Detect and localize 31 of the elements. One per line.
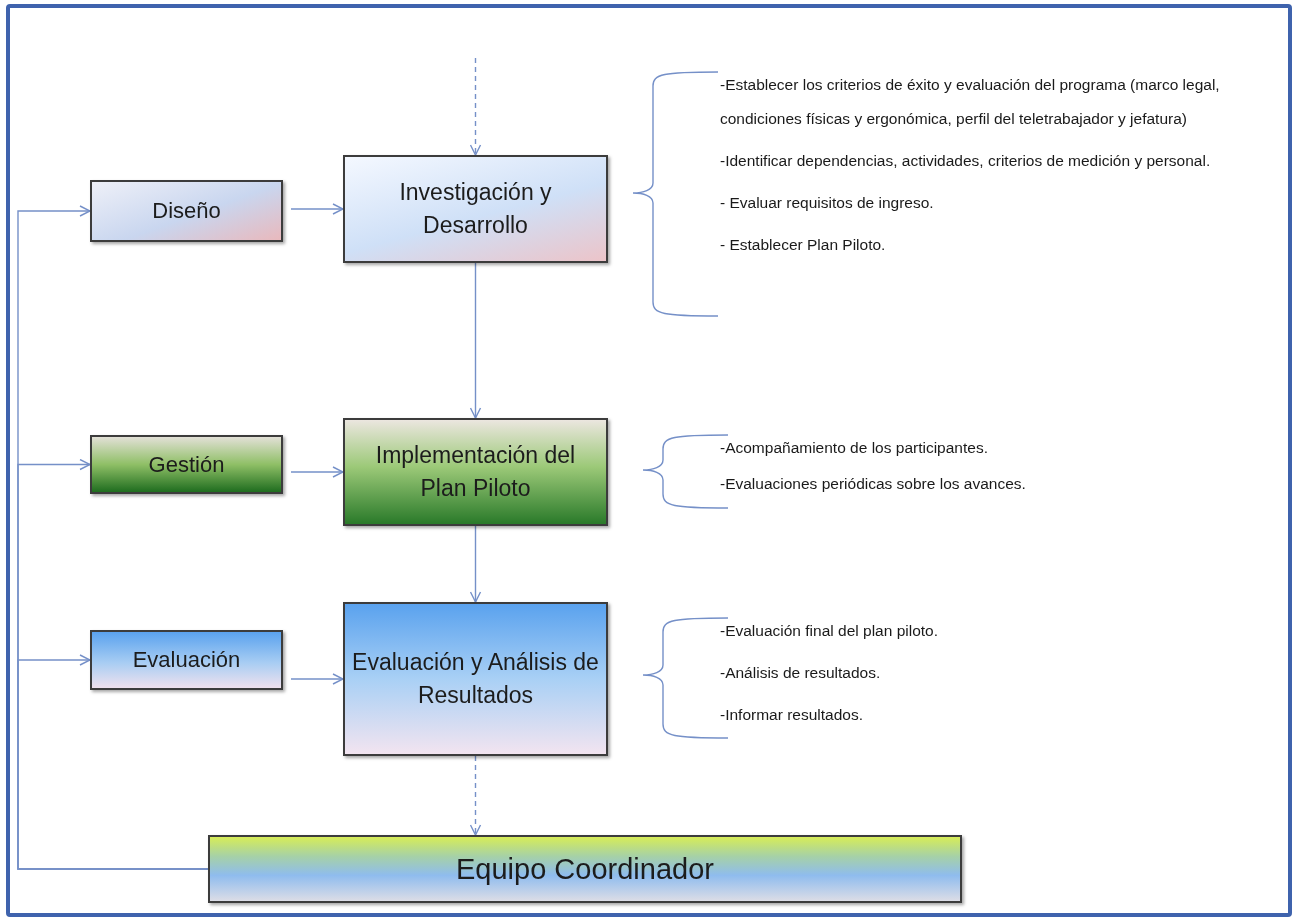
bullet-text: -Evaluación final del plan piloto. (720, 621, 939, 641)
box-label: Investigación y Desarrollo (398, 177, 553, 240)
arrow (17, 654, 209, 870)
bullet-text: - Establecer Plan Piloto. (720, 235, 887, 255)
arrow (290, 203, 344, 215)
bullet-text: -Evaluaciones periódicas sobre los avances. (720, 474, 1027, 494)
bullet-text: -Establecer los criterios de éxito y evaluación del programa (marco legal, condiciones físicas y ergonómica, perfil del teletrabajador y jefatura) (720, 75, 1221, 129)
process-box (90, 630, 283, 690)
arrow (469, 525, 482, 603)
bullet-text: -Acompañamiento de los participantes. (720, 438, 989, 458)
bullet-text: -Identificar dependencias, actividades, criterios de medición y personal. (720, 151, 1212, 171)
process-box (343, 602, 608, 756)
box-label: Evaluación (131, 646, 242, 675)
process-box (90, 435, 283, 494)
process-box (208, 835, 962, 903)
arrow (290, 673, 344, 685)
box-label: Gestión (147, 450, 226, 479)
process-box (90, 180, 283, 242)
bullet-text: -Análisis de resultados. (720, 663, 882, 683)
process-box (343, 418, 608, 526)
box-label: Implementación del Plan Piloto (374, 440, 577, 503)
box-label: Equipo Coordinador (455, 851, 715, 887)
bullet-text: -Informar resultados. (720, 705, 864, 725)
arrow (290, 466, 344, 478)
process-box (343, 155, 608, 263)
box-label: Diseño (151, 197, 222, 226)
arrow (469, 262, 482, 419)
arrow (469, 57, 482, 156)
bullet-text: - Evaluar requisitos de ingreso. (720, 193, 935, 213)
arrow (469, 755, 482, 836)
box-label: Evaluación y Análisis de Resultados (351, 647, 600, 710)
